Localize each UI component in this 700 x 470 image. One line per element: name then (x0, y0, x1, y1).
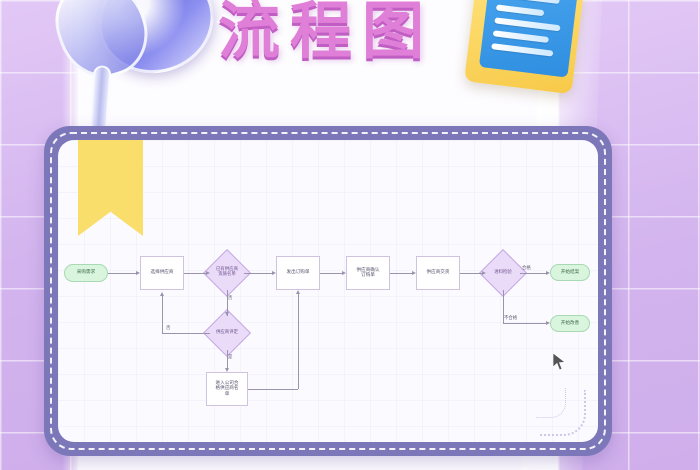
card-inner-surface: 采购需求 选择供应商 已有供应商 资质名单 发出订购单 供应商确认 订购单 供应… (58, 140, 598, 442)
flow-node-n7-label: 进料检验 (494, 269, 512, 275)
flow-node-n1[interactable]: 采购需求 (64, 264, 108, 282)
flow-edge-label-n10-yes: 是 (228, 355, 233, 360)
flow-edge (244, 272, 272, 274)
flow-edge (162, 296, 163, 333)
clipboard-line (492, 30, 550, 44)
corner-dot-decoration-inner (536, 388, 566, 418)
page-title: 流程图 (216, 0, 435, 69)
corner-dot-decoration (540, 390, 586, 436)
flow-node-n3-label: 已有供应商 资质名单 (216, 267, 238, 277)
flow-node-n2[interactable]: 选择供应商 (140, 256, 184, 290)
clipboard-sheet (478, 0, 580, 78)
flow-node-n11[interactable]: 进入公司合 格供应商名 单 (206, 372, 248, 406)
flow-arrow (295, 290, 300, 294)
flow-node-n7[interactable]: 进料检验 (478, 248, 528, 298)
flow-arrow (206, 270, 210, 275)
clipboard-line (494, 17, 561, 32)
flow-edge (248, 389, 298, 390)
flow-edge (226, 350, 228, 370)
flow-node-n6[interactable]: 供应商交货 (416, 256, 460, 290)
clipboard-line (491, 43, 554, 57)
flow-arrow (224, 312, 229, 316)
flow-edge (226, 290, 228, 316)
flow-arrow (412, 270, 416, 275)
flow-edge-label-n3-no: 否 (228, 296, 233, 301)
flow-edge (520, 272, 546, 274)
flow-edge-label-n10-no: 否 (166, 326, 171, 331)
clipboard-line (495, 4, 545, 17)
card-dashed-border (50, 132, 606, 450)
flow-edge (184, 272, 206, 274)
flow-node-n8[interactable]: 开始结案 (550, 264, 590, 281)
flow-edge (162, 332, 210, 334)
flow-edge (320, 272, 342, 274)
flow-edge-label-fail: 不合格 (504, 316, 518, 321)
flow-arrow (342, 270, 346, 275)
flow-edge (502, 323, 547, 324)
flow-node-n10[interactable]: 供应商评定 (202, 308, 252, 358)
flowchart-card: 采购需求 选择供应商 已有供应商 资质名单 发出订购单 供应商确认 订购单 供应… (44, 126, 612, 456)
flow-edge-label-pass: 合格 (522, 266, 531, 271)
flow-node-n5[interactable]: 供应商确认 订购单 (346, 256, 390, 290)
mouse-cursor (552, 352, 566, 371)
magnifier-handle (89, 64, 112, 133)
flow-arrow (482, 270, 486, 275)
flow-edge (390, 272, 412, 274)
clipboard-line (497, 0, 560, 5)
flow-arrow (160, 292, 164, 296)
flow-arrow (136, 270, 140, 275)
flowchart-diagram: 采购需求 选择供应商 已有供应商 资质名单 发出订购单 供应商确认 订购单 供应… (58, 140, 598, 442)
flow-arrow (546, 270, 550, 275)
flow-node-n10-label: 供应商评定 (216, 329, 238, 335)
flow-arrow (546, 321, 550, 325)
flow-node-n9[interactable]: 开始改善 (550, 315, 590, 332)
flow-edge (460, 272, 482, 274)
flow-edge (502, 290, 504, 323)
flow-arrow (272, 270, 276, 275)
flow-node-n4[interactable]: 发出订购单 (276, 256, 320, 290)
flow-edge (108, 272, 136, 274)
clipboard-icon (464, 0, 584, 95)
flow-arrow (224, 368, 229, 372)
flow-edge (297, 294, 299, 389)
flow-node-n3[interactable]: 已有供应商 资质名单 (202, 248, 252, 298)
